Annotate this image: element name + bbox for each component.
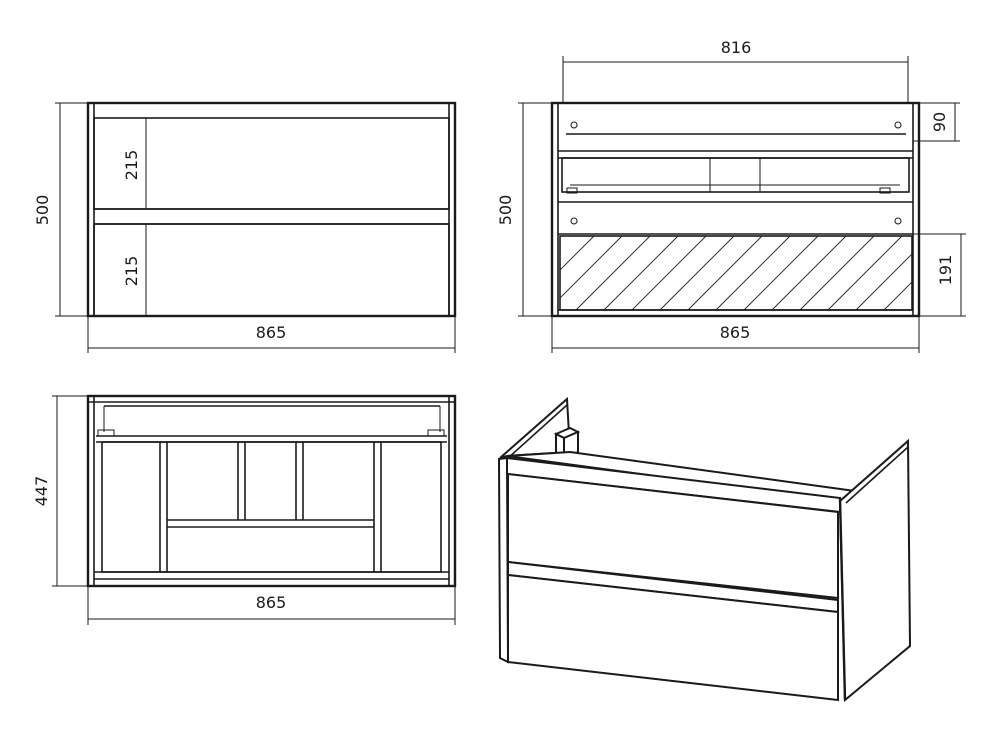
dimension-top-height: 90 <box>913 102 960 142</box>
top-view: 447 865 <box>32 394 457 625</box>
hatch-pattern <box>560 236 912 310</box>
dim-label-500: 500 <box>33 195 52 226</box>
dimension-width-front: 865 <box>87 316 456 353</box>
dim-label-816: 816 <box>721 38 752 57</box>
dimension-width-back: 865 <box>551 316 920 353</box>
dim-label-865-back: 865 <box>720 323 751 342</box>
dim-label-865-front: 865 <box>256 323 287 342</box>
isometric-view <box>497 396 912 703</box>
dim-label-191: 191 <box>936 255 955 286</box>
dimension-lower-height: 191 <box>913 233 966 317</box>
dimension-height-back: 500 <box>496 102 552 317</box>
dimension-inner-width: 816 <box>562 38 909 103</box>
dimension-drawer-top: 215 <box>122 118 147 209</box>
dim-label-215-bottom: 215 <box>122 256 141 287</box>
dimension-height-front: 500 <box>33 102 88 317</box>
dimension-drawer-bottom: 215 <box>122 224 147 316</box>
dim-label-865-top: 865 <box>256 593 287 612</box>
dim-label-90: 90 <box>930 112 949 132</box>
dimension-width-top: 865 <box>87 586 456 625</box>
dimension-depth: 447 <box>32 395 88 587</box>
dim-label-447: 447 <box>32 476 51 507</box>
front-view: 500 215 215 865 <box>33 101 457 353</box>
dim-label-215-top: 215 <box>122 150 141 181</box>
dim-label-500-back: 500 <box>496 195 515 226</box>
back-view: 816 500 90 191 865 <box>496 38 966 353</box>
